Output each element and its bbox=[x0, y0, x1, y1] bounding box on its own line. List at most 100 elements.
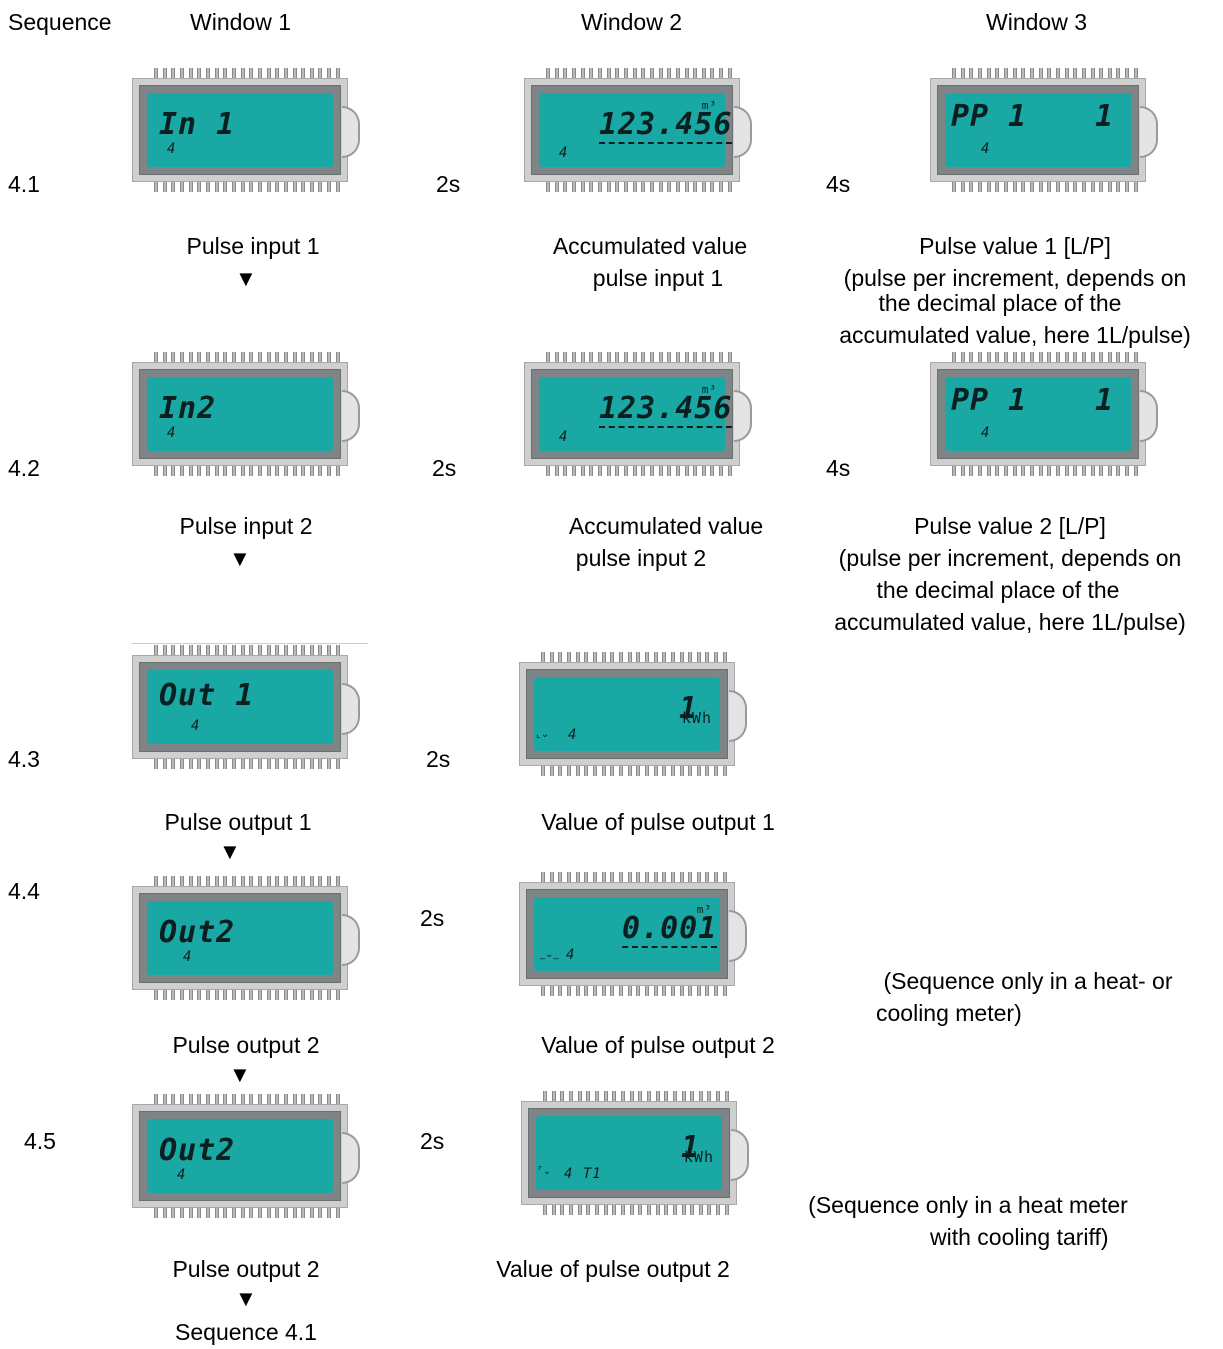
lcd-pin bbox=[610, 872, 615, 882]
lcd-pin bbox=[257, 990, 262, 1000]
lcd-pin bbox=[318, 645, 323, 655]
lcd-pin bbox=[679, 872, 684, 882]
lcd-pin bbox=[275, 876, 280, 886]
lcd-pin bbox=[658, 182, 663, 192]
lcd-pin bbox=[575, 872, 580, 882]
lcd-pin bbox=[1090, 68, 1095, 78]
lcd-pin bbox=[615, 182, 620, 192]
lcd-pin bbox=[162, 1208, 167, 1218]
lcd-pin bbox=[627, 766, 632, 776]
lcd-pin bbox=[575, 766, 580, 776]
lcd-pin bbox=[701, 182, 706, 192]
lcd-pin bbox=[675, 466, 680, 476]
lcd-pin bbox=[292, 645, 297, 655]
lcd-pin bbox=[558, 872, 563, 882]
lcd-pin bbox=[266, 759, 271, 769]
lcd-pin bbox=[701, 466, 706, 476]
lcd-pin bbox=[662, 766, 667, 776]
lcd-pin bbox=[171, 990, 176, 1000]
lcd-pin bbox=[318, 759, 323, 769]
lcd-pin bbox=[986, 68, 991, 78]
lcd-pin bbox=[719, 352, 724, 362]
lcd-pin bbox=[584, 652, 589, 662]
lcd-pin bbox=[636, 652, 641, 662]
lcd-pin bbox=[205, 1208, 210, 1218]
lcd-pin bbox=[283, 990, 288, 1000]
lcd-pin bbox=[266, 645, 271, 655]
lcd-pin bbox=[563, 182, 568, 192]
lcd-pin bbox=[653, 766, 658, 776]
lcd-pin bbox=[214, 182, 219, 192]
lcd-pin bbox=[679, 652, 684, 662]
lcd-pin bbox=[690, 1091, 695, 1101]
lcd-value-text: 0.001 bbox=[622, 911, 718, 948]
lcd-pin bbox=[231, 68, 236, 78]
lcd-pin bbox=[301, 68, 306, 78]
lcd-pin bbox=[1073, 182, 1078, 192]
caption-line: Pulse value 2 [L/P] bbox=[914, 513, 1106, 539]
lcd-pin bbox=[1081, 352, 1086, 362]
lcd-pin bbox=[171, 68, 176, 78]
lcd-pin bbox=[541, 652, 545, 662]
lcd-pin bbox=[693, 68, 698, 78]
lcd-pin bbox=[231, 990, 236, 1000]
lcd-pin bbox=[223, 352, 228, 362]
lcd-display: 1 kWh ⌜⌄ 4 T1 bbox=[521, 1091, 751, 1215]
lcd-pin bbox=[171, 1094, 176, 1104]
lcd-pin bbox=[701, 68, 706, 78]
lcd-pin bbox=[197, 466, 202, 476]
lcd-pin bbox=[154, 352, 158, 362]
lcd-pin bbox=[292, 990, 297, 1000]
lcd-pin bbox=[627, 652, 632, 662]
lcd-pin bbox=[727, 352, 732, 362]
lcd-pin bbox=[679, 766, 684, 776]
lcd-pin bbox=[197, 182, 202, 192]
lcd-pin bbox=[693, 466, 698, 476]
lcd-pin bbox=[623, 182, 628, 192]
lcd-pin bbox=[636, 986, 641, 996]
lcd-pin bbox=[275, 68, 280, 78]
lcd-pin bbox=[543, 1205, 547, 1215]
lcd-pin bbox=[1107, 68, 1112, 78]
lcd-display: 123.456 m³ 4 bbox=[524, 352, 754, 476]
lcd-pin bbox=[223, 759, 228, 769]
lcd-pin bbox=[205, 352, 210, 362]
lcd-small-text: 4 bbox=[167, 141, 177, 157]
lcd-pin bbox=[722, 652, 727, 662]
lcd-pin bbox=[1047, 466, 1052, 476]
lcd-pin bbox=[162, 645, 167, 655]
lcd-pin bbox=[335, 759, 340, 769]
lcd-pin bbox=[563, 68, 568, 78]
delay-label: 2s bbox=[436, 171, 461, 197]
lcd-pin bbox=[309, 68, 314, 78]
lcd-pin bbox=[627, 872, 632, 882]
lcd-pin bbox=[995, 466, 1000, 476]
lcd-pin bbox=[566, 766, 571, 776]
lcd-pin bbox=[1073, 466, 1078, 476]
lcd-pin bbox=[1116, 182, 1121, 192]
lcd-small-text: 4 bbox=[566, 947, 576, 963]
caption-line: Pulse value 1 [L/P] bbox=[919, 233, 1111, 259]
lcd-pin bbox=[1090, 352, 1095, 362]
lcd-pin bbox=[551, 1205, 556, 1215]
lcd-pin bbox=[952, 466, 956, 476]
lcd-pin bbox=[292, 466, 297, 476]
lcd-pin bbox=[644, 986, 649, 996]
lcd-pin bbox=[641, 182, 646, 192]
lcd-pin bbox=[171, 352, 176, 362]
lcd-pin bbox=[675, 182, 680, 192]
lcd-display: Out 1 4 bbox=[132, 645, 362, 769]
lcd-pin bbox=[641, 68, 646, 78]
lcd-pin bbox=[707, 1205, 712, 1215]
lcd-pin bbox=[1047, 182, 1052, 192]
lcd-pin bbox=[275, 1094, 280, 1104]
caption-line: the decimal place of the bbox=[878, 290, 1122, 316]
lcd-pin bbox=[197, 352, 202, 362]
lcd-pin bbox=[549, 872, 554, 882]
lcd-pin bbox=[560, 1205, 565, 1215]
lcd-pin bbox=[571, 182, 576, 192]
caption: Pulse input 2 bbox=[179, 513, 313, 539]
lcd-pin bbox=[154, 182, 158, 192]
lcd-pin bbox=[275, 990, 280, 1000]
lcd-pin bbox=[664, 1205, 669, 1215]
